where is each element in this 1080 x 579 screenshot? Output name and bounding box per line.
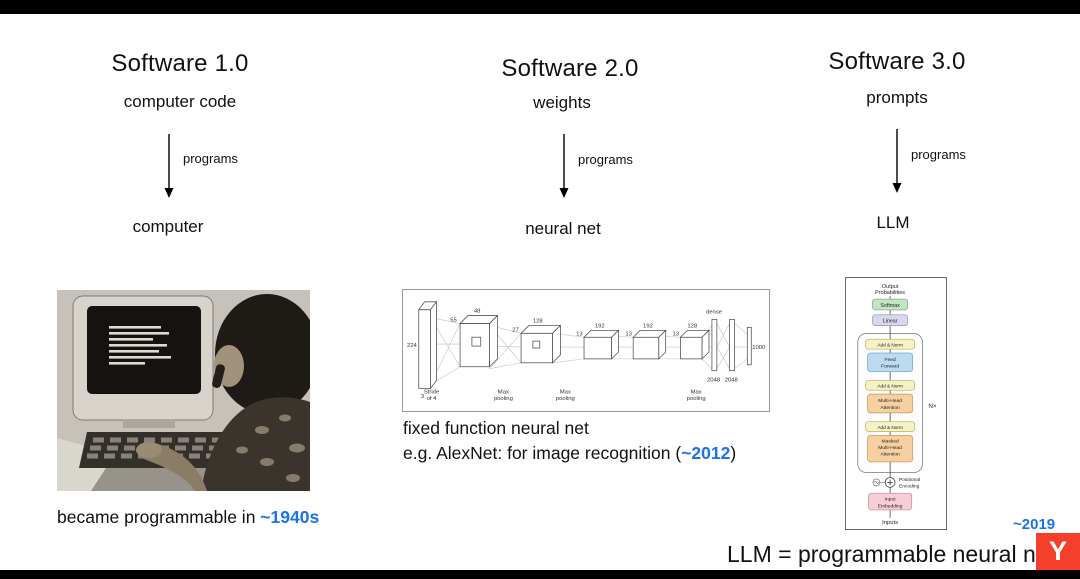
alexnet-label: of 4	[427, 396, 438, 402]
caption-text: )	[730, 443, 737, 463]
caption-year: ~2012	[681, 443, 731, 463]
input-embedding-label: Embedding	[878, 503, 903, 509]
yc-logo: Y	[1036, 533, 1080, 570]
alexnet-labels: 224 3 55 48 27 128 13 192 13 192 13 128 …	[407, 309, 766, 403]
feed-forward-label: Feed	[885, 357, 896, 363]
software-3-target: LLM	[876, 213, 910, 232]
alexnet-label: 192	[595, 323, 605, 329]
alexnet-label: Max	[560, 389, 571, 395]
linear-label: Linear	[883, 319, 898, 325]
alexnet-diagram: 224 3 55 48 27 128 13 192 13 192 13 128 …	[402, 289, 770, 412]
alexnet-label: 13	[576, 331, 583, 337]
software-1-source: computer code	[123, 92, 237, 111]
add-norm-label: Add & Norm	[877, 425, 903, 430]
masked-attention-label: Masked	[882, 439, 899, 445]
software-2-title: Software 2.0	[501, 55, 639, 82]
add-norm-label: Add & Norm	[877, 342, 903, 347]
software-3-year: ~2019	[1013, 516, 1056, 533]
alexnet-label: 48	[474, 309, 481, 315]
masked-attention-label: Multi-Head	[878, 445, 902, 451]
alexnet-label: dense	[706, 310, 723, 316]
down-arrow-icon	[892, 129, 902, 193]
down-arrow-icon	[164, 134, 174, 198]
positional-encoding-label: Encoding	[899, 483, 920, 489]
add-norm-label: Add & Norm	[877, 384, 903, 389]
output-probabilities-label: Probabilities	[875, 290, 905, 296]
transformer-diagram: Output Probabilities Softmax Linear Add …	[845, 277, 947, 530]
caption-text: e.g. AlexNet: for image recognition (	[403, 443, 682, 463]
terminal-monitor	[72, 295, 214, 428]
alexnet-label: 1000	[752, 345, 766, 351]
letterbox-top	[0, 0, 1080, 14]
caption-year: ~1940s	[260, 507, 320, 527]
alexnet-label: 3	[421, 394, 425, 400]
software-3-arrow-label: programs	[911, 147, 966, 162]
software-1-title: Software 1.0	[111, 50, 249, 77]
alexnet-label: 224	[407, 343, 418, 349]
alexnet-conv-layers	[417, 300, 752, 390]
alexnet-label: 13	[673, 331, 680, 337]
software-2-source: weights	[533, 93, 591, 112]
software-2-caption-line2: e.g. AlexNet: for image recognition (~20…	[403, 443, 736, 464]
feed-forward-label: Forward	[881, 364, 899, 370]
software-2-target: neural net	[525, 219, 601, 238]
software-1-caption: became programmable in ~1940s	[57, 507, 319, 528]
software-2-caption-line1: fixed function neural net	[403, 418, 589, 438]
multi-head-attention-label: Attention	[880, 405, 900, 411]
software-2-arrow-label: programs	[578, 152, 633, 167]
alexnet-label: 128	[533, 318, 544, 324]
transformer-labels: Output Probabilities Softmax Linear Add …	[875, 284, 937, 526]
person-silhouette	[136, 294, 310, 491]
yc-logo-letter: Y	[1048, 536, 1067, 566]
alexnet-label: 27	[512, 327, 519, 333]
caption-text: became programmable in	[57, 507, 261, 527]
multi-head-attention-label: Multi-Head	[878, 398, 902, 404]
alexnet-label: 2048	[725, 377, 739, 383]
n-times-label: N×	[928, 403, 937, 410]
software-1-arrow-label: programs	[183, 151, 238, 166]
alexnet-label: 128	[687, 323, 698, 329]
alexnet-label: 192	[643, 323, 653, 329]
software-3-source: prompts	[866, 88, 928, 107]
softmax-label: Softmax	[880, 303, 900, 309]
software-1-target: computer	[132, 217, 204, 236]
positional-encoding-icon	[872, 478, 886, 487]
alexnet-label: 55	[450, 317, 457, 323]
terminal-photo	[57, 290, 310, 491]
alexnet-label: pooling	[494, 396, 513, 402]
alexnet-label: Max	[691, 389, 702, 395]
inputs-label: Inputs	[882, 520, 898, 526]
down-arrow-icon	[559, 134, 569, 198]
output-probabilities-label: Output	[882, 284, 899, 290]
alexnet-label: Stride	[424, 389, 440, 395]
alexnet-label: pooling	[556, 396, 575, 402]
positional-encoding-label: Positional	[899, 477, 920, 483]
software-3-title: Software 3.0	[828, 48, 966, 75]
masked-attention-label: Attention	[880, 451, 900, 457]
letterbox-bottom	[0, 570, 1080, 579]
alexnet-label: 13	[625, 331, 632, 337]
alexnet-label: Max	[498, 389, 509, 395]
alexnet-label: pooling	[687, 396, 706, 402]
alexnet-label: 2048	[707, 377, 721, 383]
llm-definition: LLM = programmable neural net	[727, 541, 1055, 567]
input-embedding-label: Input	[885, 497, 897, 503]
plus-icon	[887, 479, 893, 486]
